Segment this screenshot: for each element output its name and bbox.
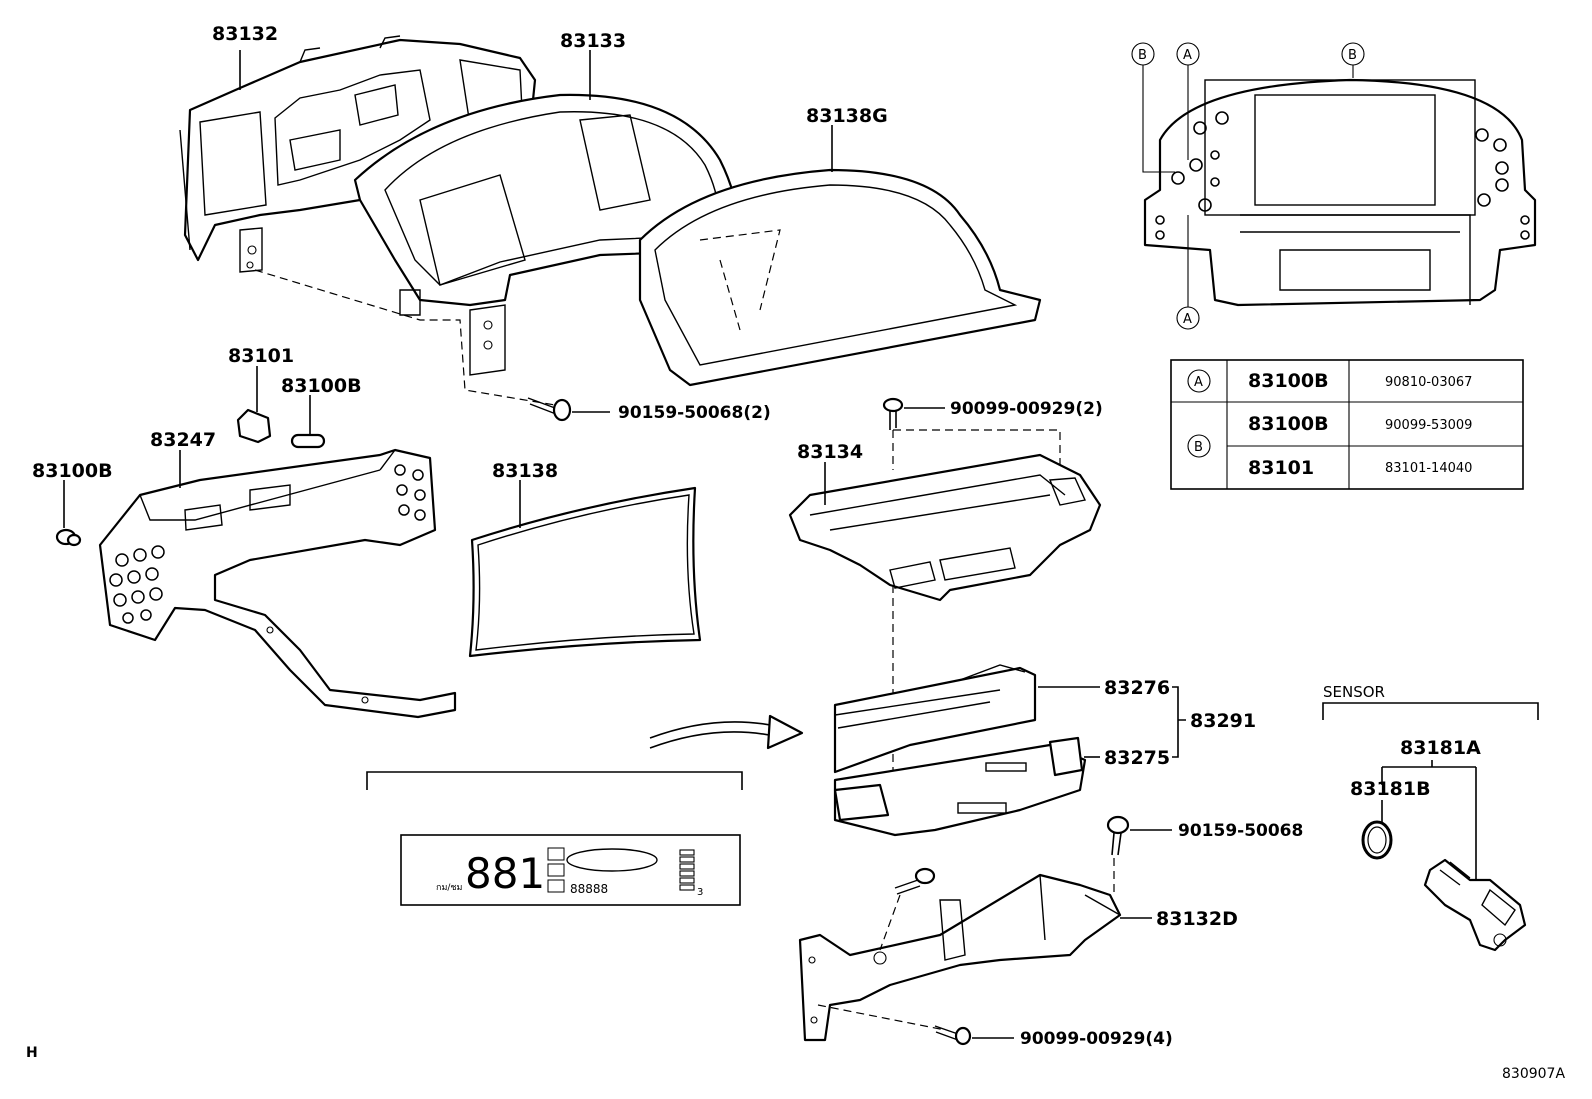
pin-83100B-top	[290, 433, 326, 449]
label-83138: 83138	[492, 460, 558, 482]
bracket-83291	[1172, 686, 1186, 758]
label-screw-90099-4: 90099-00929(4)	[1020, 1029, 1173, 1049]
display-digits: 881	[465, 849, 545, 898]
label-83138G: 83138G	[806, 105, 888, 127]
front-view	[1143, 78, 1537, 307]
label-83133: 83133	[560, 30, 626, 52]
table-key: A	[1194, 375, 1203, 390]
table-number: 90810-03067	[1385, 375, 1472, 390]
bracket-83247	[98, 448, 457, 719]
table-row: B 83100B 90099-53009	[1187, 413, 1472, 458]
arrow-icon	[649, 714, 804, 750]
callout-a-top: A	[1176, 42, 1200, 66]
dash-screw-b	[817, 1004, 946, 1031]
glass-83138	[468, 486, 702, 658]
screw-small-icon	[894, 867, 936, 895]
glass-frame-83138G	[638, 168, 1042, 387]
table-part: 83100B	[1248, 413, 1329, 435]
lcd-module-83276	[833, 664, 1037, 774]
clip-83101	[236, 408, 272, 444]
svg-text:B: B	[1138, 48, 1147, 63]
dash-bolt-path	[254, 269, 556, 406]
screw-90099-b-icon	[934, 1025, 972, 1046]
dash-screw-a	[892, 429, 1061, 470]
lower-case-83132D	[798, 873, 1122, 1042]
label-screw-90099-2: 90099-00929(2)	[950, 399, 1103, 419]
display-bracket	[366, 771, 743, 790]
table-number: 90099-53009	[1385, 418, 1472, 433]
label-83100B-top: 83100B	[281, 375, 362, 397]
bolt-90159-b-icon	[1106, 815, 1130, 856]
display-panel: 881 กม/ชม 88888 3	[400, 834, 741, 906]
display-small-mark: 3	[697, 887, 703, 898]
label-83275: 83275	[1104, 747, 1170, 769]
connector-83275	[1048, 736, 1084, 777]
display-odometer: 88888	[570, 882, 608, 896]
callout-a-bottom: A	[1176, 306, 1200, 330]
label-83134: 83134	[797, 441, 863, 463]
table-row: 83101 83101-14040	[1248, 457, 1472, 479]
label-83100B-left: 83100B	[32, 460, 113, 482]
label-83291: 83291	[1190, 710, 1256, 732]
callout-b-left: B	[1131, 42, 1155, 66]
pin-83100B-left	[55, 528, 82, 547]
reference-table: A 83100B 90810-03067 B 83100B 90099-5300…	[1170, 359, 1524, 490]
callout-b-top: B	[1341, 42, 1365, 66]
table-key: B	[1194, 440, 1203, 455]
label-83247: 83247	[150, 429, 216, 451]
screw-90099-a-icon	[882, 397, 904, 430]
dash-small-screw	[879, 894, 901, 951]
o-ring-83181B	[1361, 820, 1393, 860]
svg-text:B: B	[1348, 48, 1357, 63]
housing-83134	[788, 453, 1102, 602]
svg-text:A: A	[1183, 48, 1192, 63]
meter-case-83132	[179, 35, 537, 273]
table-number: 83101-14040	[1385, 461, 1472, 476]
label-83276: 83276	[1104, 677, 1170, 699]
sensor-title: SENSOR	[1323, 683, 1385, 701]
label-bolt-90159: 90159-50068	[1178, 821, 1303, 841]
leader-83181A	[1381, 760, 1477, 880]
label-bolt-90159-2: 90159-50068(2)	[618, 403, 771, 423]
svg-text:A: A	[1183, 312, 1192, 327]
sensor-bracket	[1322, 702, 1539, 720]
table-row: A 83100B 90810-03067	[1187, 369, 1472, 393]
label-83181A: 83181A	[1400, 737, 1481, 759]
label-83181B: 83181B	[1350, 778, 1431, 800]
figure-id: 830907A	[1502, 1066, 1565, 1082]
label-83132D: 83132D	[1156, 908, 1238, 930]
leader-callout-b-left	[1142, 65, 1175, 173]
circuit-board	[833, 743, 1087, 837]
speed-sensor-83181A	[1423, 858, 1527, 952]
bolt-90159-a-icon	[527, 397, 572, 422]
table-part: 83101	[1248, 457, 1314, 479]
label-83101: 83101	[228, 345, 294, 367]
display-unit: กม/ชม	[436, 883, 463, 893]
table-part: 83100B	[1248, 370, 1329, 392]
corner-h: H	[26, 1045, 38, 1061]
label-83132: 83132	[212, 23, 278, 45]
